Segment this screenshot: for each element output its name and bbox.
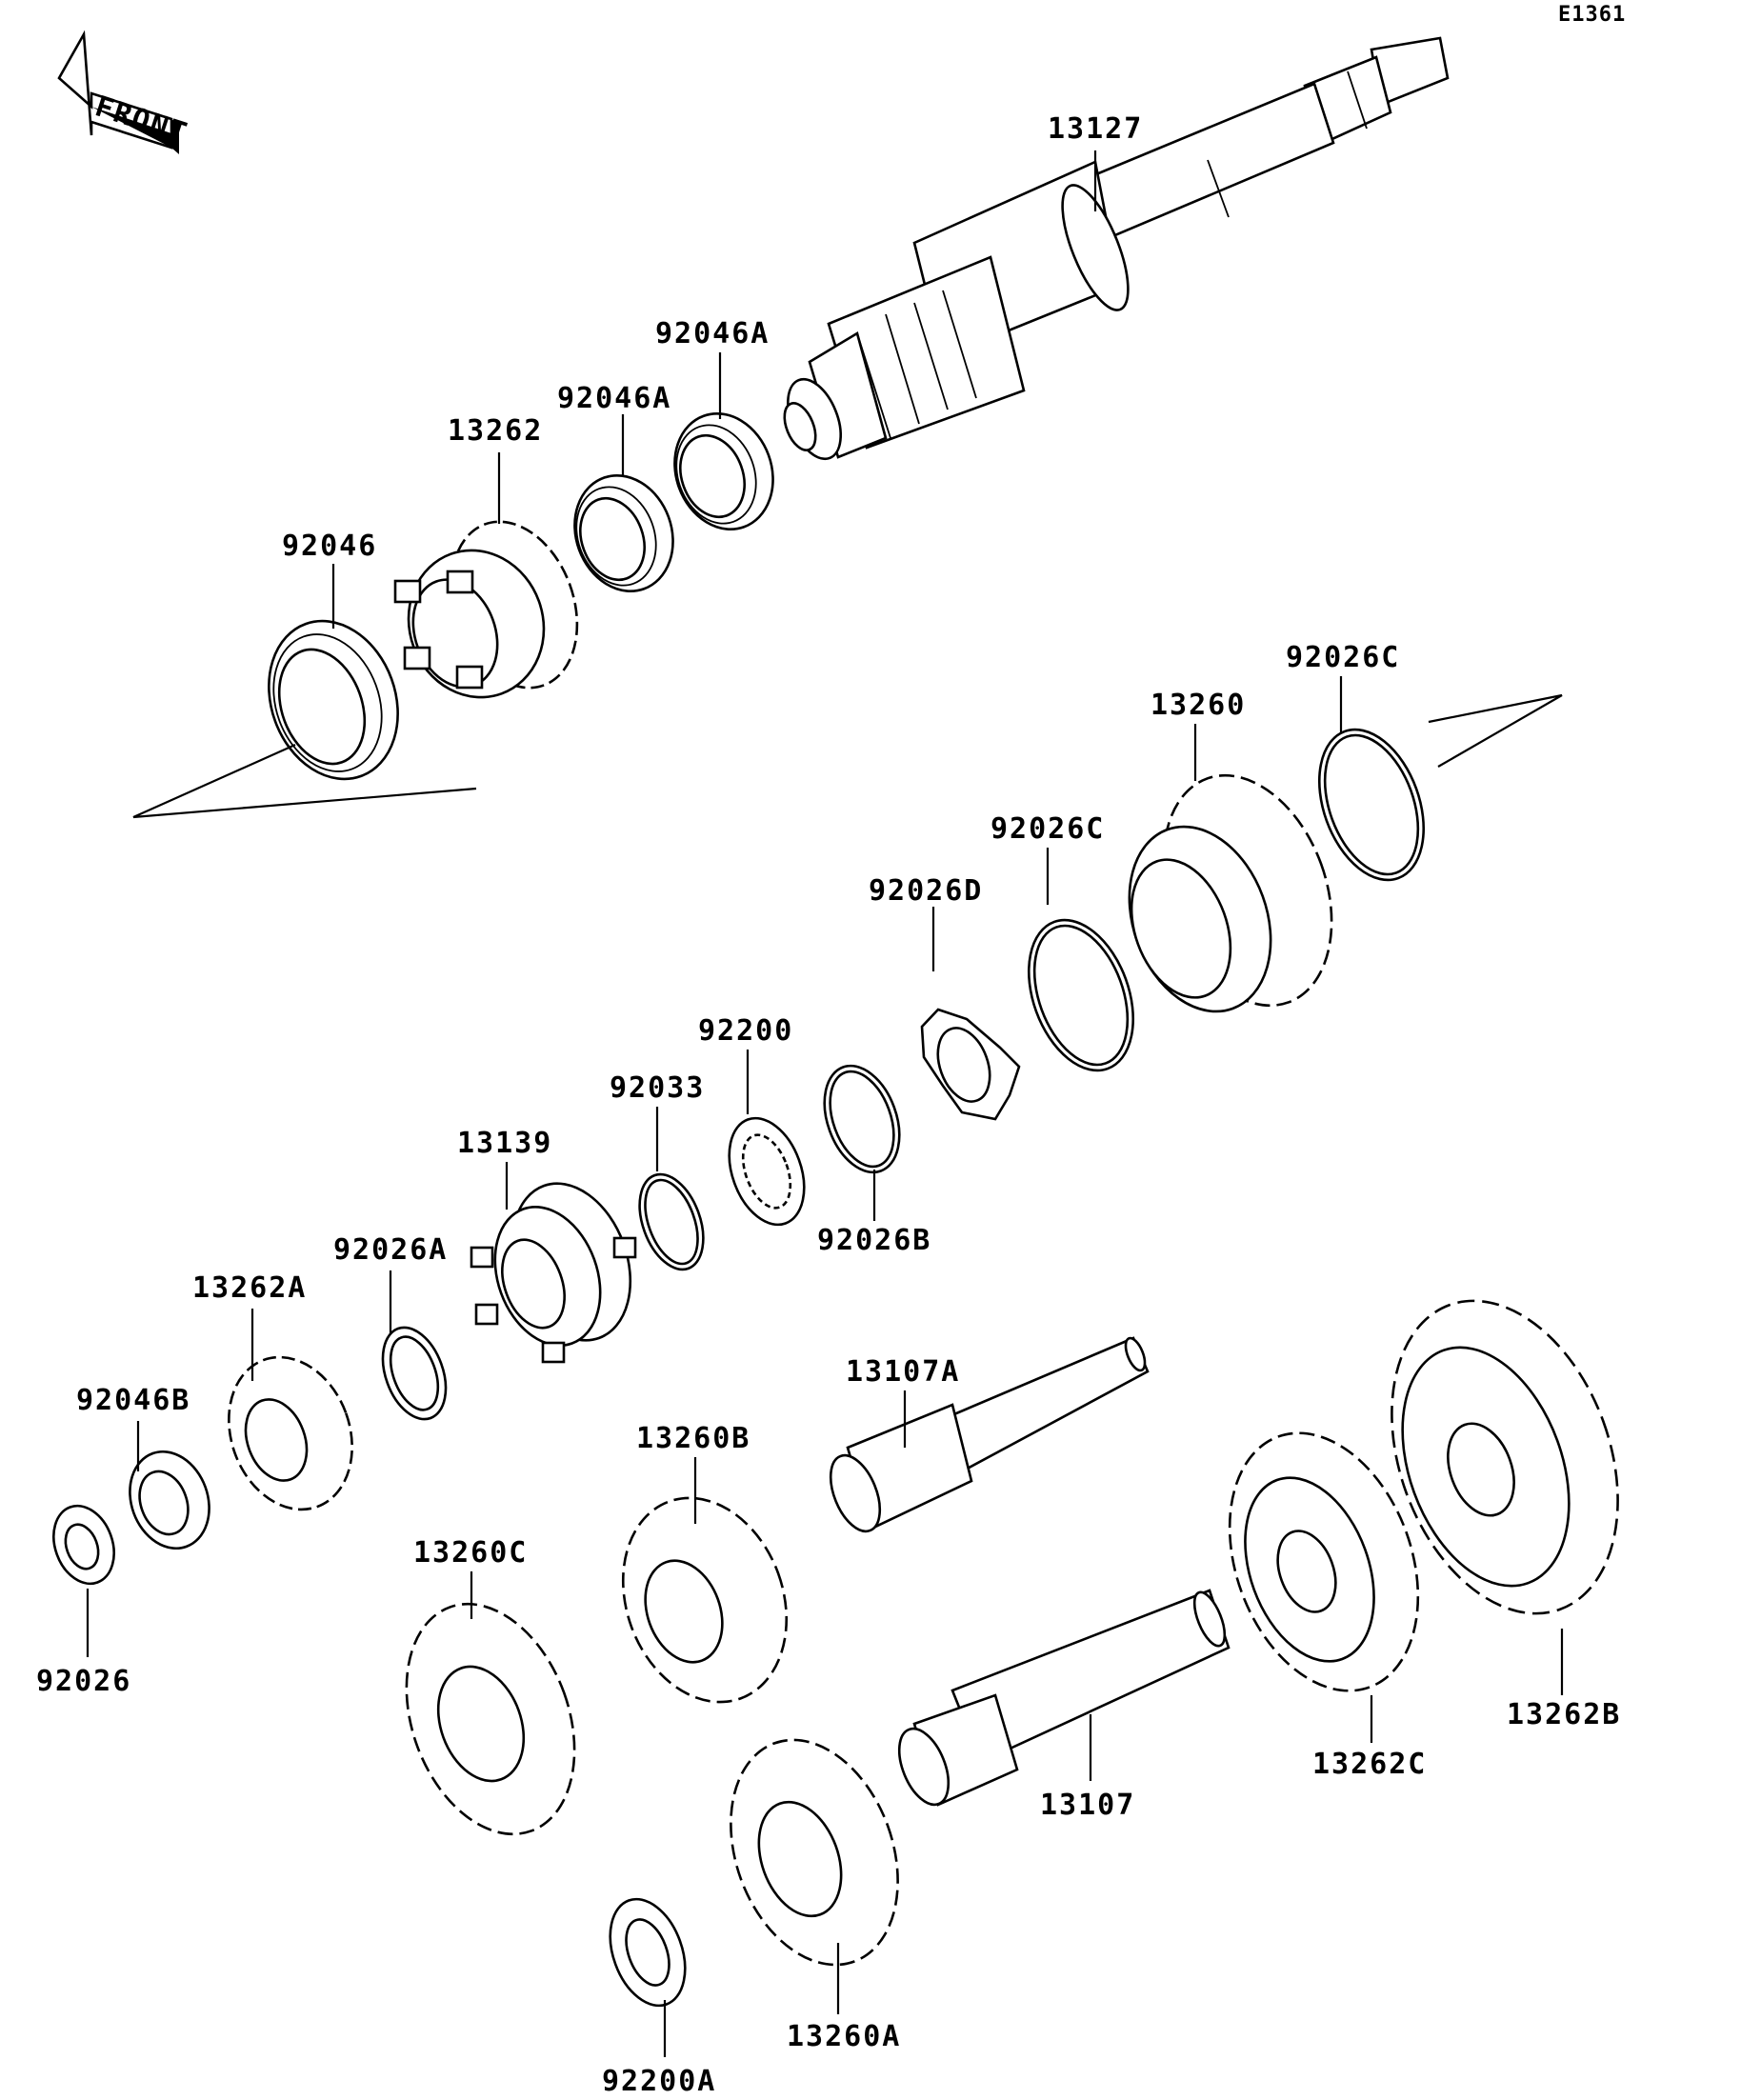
label-92046B: 92046B	[76, 1384, 190, 1417]
label-13260: 13260	[1151, 689, 1246, 722]
label-13127: 13127	[1048, 112, 1143, 146]
lock-washer-92026D	[920, 1008, 1021, 1121]
shift-gear-13139	[470, 1182, 637, 1364]
needle-bearing-92046A-2	[573, 473, 674, 593]
toothed-washer-92200	[728, 1116, 806, 1227]
label-13262B: 13262B	[1507, 1698, 1621, 1731]
gear-13260A	[730, 1738, 899, 1967]
label-13260A: 13260A	[787, 2020, 901, 2053]
label-92046: 92046	[282, 530, 377, 563]
gear-13260B	[621, 1496, 789, 1704]
gear-13260	[1128, 773, 1333, 1013]
label-13262C: 13262C	[1312, 1748, 1427, 1781]
gear-13262C	[1228, 1431, 1420, 1692]
label-13260C: 13260C	[413, 1536, 528, 1570]
label-92026D: 92026D	[869, 874, 983, 908]
label-13262: 13262	[448, 414, 543, 448]
washer-92026C-2	[1027, 918, 1135, 1072]
leader-lines	[86, 150, 1564, 2057]
label-92200A: 92200A	[602, 2065, 716, 2098]
gear-13262	[393, 520, 579, 699]
output-shaft-13127	[783, 36, 1450, 461]
label-92046A-lower: 92046A	[557, 382, 671, 415]
front-arrow-icon: FRONT	[57, 30, 192, 154]
label-92046A-upper: 92046A	[655, 317, 770, 350]
label-13260B: 13260B	[636, 1422, 750, 1455]
label-13107: 13107	[1040, 1789, 1135, 1822]
gear-13262B	[1391, 1299, 1619, 1615]
circlip-92033	[638, 1172, 705, 1271]
label-92026C-right: 92026C	[1286, 641, 1400, 674]
label-92026B: 92026B	[817, 1224, 931, 1257]
needle-bearing-92046B	[129, 1450, 210, 1550]
washer-92026C-1	[1317, 728, 1426, 882]
needle-bearing-92046	[268, 619, 399, 781]
shaft-13107	[897, 1589, 1231, 1807]
label-92033: 92033	[610, 1071, 705, 1105]
shaft-13107A	[829, 1336, 1150, 1533]
diagram-code: E1361	[1558, 3, 1626, 27]
label-13262A: 13262A	[192, 1271, 307, 1305]
washer-92026	[52, 1504, 115, 1586]
label-13107A: 13107A	[846, 1355, 960, 1389]
needle-bearing-92046A-1	[673, 411, 774, 531]
gear-13262A	[228, 1355, 353, 1511]
washer-92026B	[823, 1064, 901, 1174]
gear-13260C	[405, 1602, 576, 1836]
label-92200: 92200	[698, 1014, 793, 1048]
label-92026: 92026	[36, 1665, 131, 1698]
front-label: FRONT	[91, 90, 192, 150]
washer-92026A	[381, 1326, 448, 1421]
label-13139: 13139	[457, 1127, 552, 1160]
label-92026C-left: 92026C	[991, 812, 1105, 846]
washer-92200A	[609, 1897, 687, 2008]
label-92026A: 92026A	[333, 1233, 448, 1267]
